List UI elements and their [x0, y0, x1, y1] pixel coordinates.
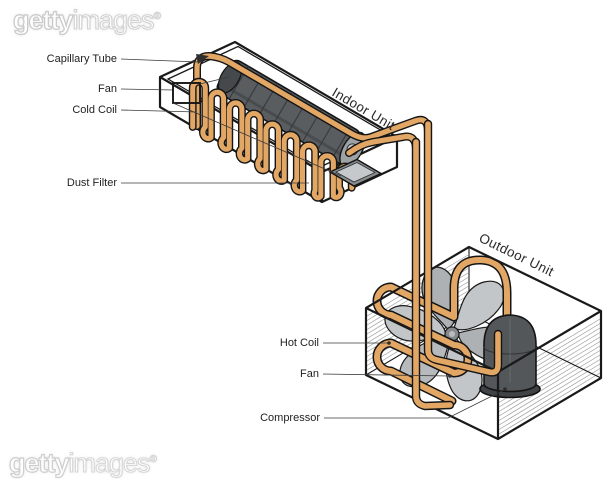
- registered-icon: ®: [149, 454, 157, 465]
- hot-coil-label: Hot Coil: [280, 337, 319, 349]
- compressor-leader: [324, 389, 505, 419]
- capillary-tube-leader: [120, 58, 200, 63]
- watermark-light: images: [72, 5, 155, 35]
- capillary-tube-arrow: [196, 54, 209, 64]
- watermark-bold: getty: [12, 5, 74, 35]
- outdoor-fan-leader: [322, 373, 450, 377]
- watermark-light: images: [68, 448, 151, 478]
- fan-callout-box: [172, 82, 201, 104]
- outdoor-fan-label: Fan: [300, 368, 319, 380]
- dust-filter-label: Dust Filter: [67, 177, 117, 189]
- cold-coil: [188, 77, 356, 202]
- dust-filter: [328, 158, 383, 187]
- indoor-fan-label: Fan: [98, 83, 117, 95]
- watermark-gettyimages-bottom: gettyimages®: [8, 448, 157, 478]
- fan-leader: [120, 88, 174, 91]
- watermark-gettyimages-top: gettyimages®: [12, 5, 161, 35]
- indoor-unit-illustration: [158, 40, 432, 204]
- fan-hub-cap: [449, 331, 455, 337]
- cold-coil-leader: [120, 109, 198, 113]
- fan-callout-line-bottom: [172, 102, 342, 177]
- compressor: [479, 314, 541, 399]
- outdoor-unit-title: Outdoor Unit: [477, 230, 557, 279]
- cold-coil-label: Cold Coil: [72, 104, 117, 116]
- watermark-bold: getty: [8, 448, 70, 478]
- fan-callout-line-top: [199, 76, 230, 85]
- refrigerant-pipes: [411, 119, 503, 411]
- hot-coil: [372, 255, 512, 406]
- capillary-tube-label: Capillary Tube: [47, 53, 117, 65]
- registered-icon: ®: [153, 11, 161, 22]
- outdoor-unit-illustration: [364, 245, 603, 441]
- compressor-label: Compressor: [260, 412, 320, 424]
